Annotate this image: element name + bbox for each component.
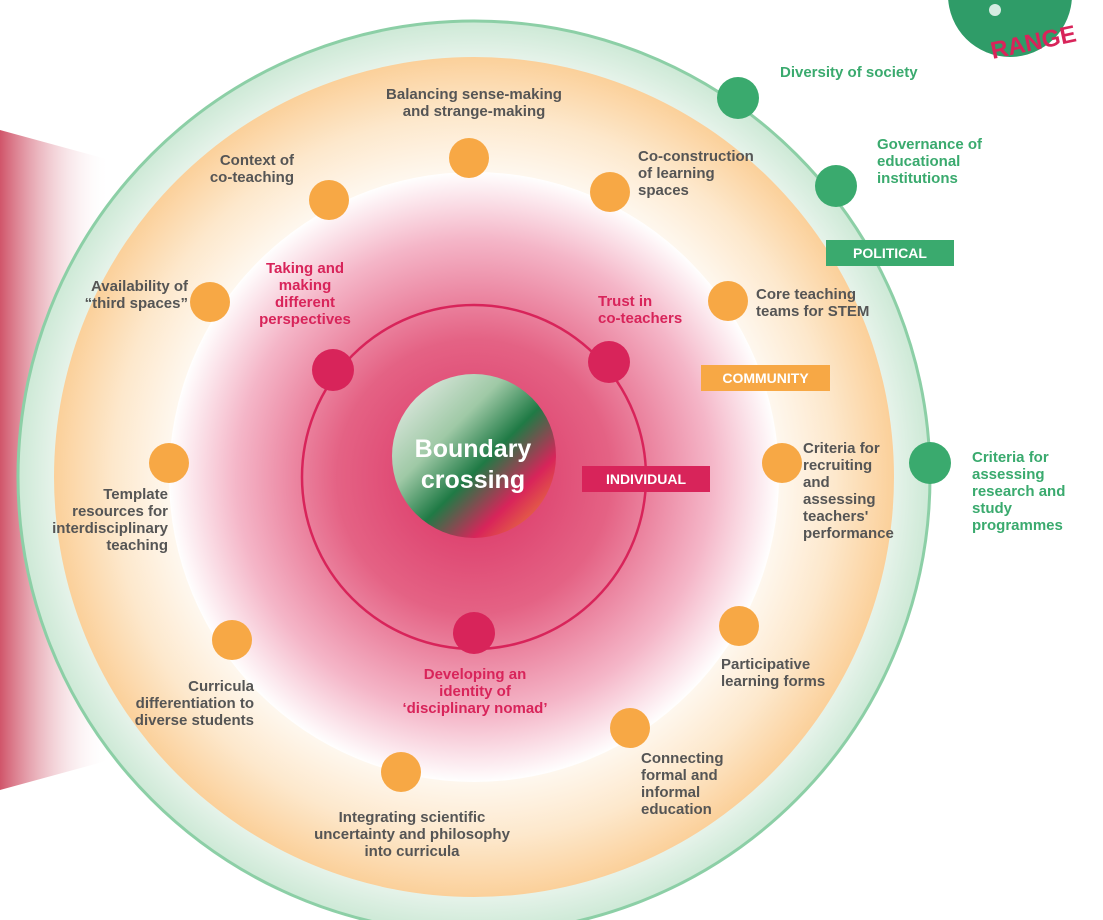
individual-node-identity xyxy=(453,612,495,654)
community-node-template xyxy=(149,443,189,483)
community-node-core-teams xyxy=(708,281,748,321)
political-label-governance: Governance of educational institutions xyxy=(877,136,983,187)
community-label-integrating: Integrating scientific uncertainty and p… xyxy=(314,809,510,860)
community-label-curricula: Curricula differentiation to diverse stu… xyxy=(134,678,254,729)
political-tag: POLITICAL xyxy=(826,240,954,266)
individual-label-perspectives: Taking and making different perspectives xyxy=(259,260,351,328)
individual-label-trust: Trust in co-teachers xyxy=(598,293,683,327)
community-node-co-construction xyxy=(590,172,630,212)
political-label-diversity: Diversity of society xyxy=(780,64,918,81)
community-node-connecting xyxy=(610,708,650,748)
political-node-governance xyxy=(815,165,857,207)
individual-tag: INDIVIDUAL xyxy=(582,466,710,492)
community-tag: COMMUNITY xyxy=(701,365,830,391)
community-node-co-teaching xyxy=(309,180,349,220)
boundary-crossing-core xyxy=(392,374,556,538)
community-node-integrating xyxy=(381,752,421,792)
political-node-diversity xyxy=(717,77,759,119)
individual-label-identity: Developing an identity of ‘disciplinary … xyxy=(402,666,548,717)
individual-node-perspectives xyxy=(312,349,354,391)
community-node-curricula xyxy=(212,620,252,660)
community-label-template: Template resources for interdisciplinary… xyxy=(52,486,168,554)
individual-node-trust xyxy=(588,341,630,383)
political-node-criteria xyxy=(909,442,951,484)
community-node-recruiting xyxy=(762,443,802,483)
community-label-balancing: Balancing sense-making and strange-makin… xyxy=(386,86,562,120)
community-label-connecting: Connecting formal and informal education xyxy=(641,750,724,818)
community-label-recruiting: Criteria for recruiting and assessing te… xyxy=(803,440,894,542)
community-node-third-spaces xyxy=(190,282,230,322)
community-label-core-teams: Core teaching teams for STEM xyxy=(756,286,870,320)
community-label-co-construction: Co-construction of learning spaces xyxy=(638,148,754,199)
community-label-third-spaces: Availability of “third spaces” xyxy=(84,278,188,312)
community-label-participative: Participative learning forms xyxy=(721,656,826,690)
project-logo: RANGE xyxy=(948,0,1079,65)
community-label-co-teaching: Context of co-teaching xyxy=(209,152,294,186)
community-node-participative xyxy=(719,606,759,646)
center-title: Boundary crossing xyxy=(414,435,532,494)
community-node-balancing xyxy=(449,138,489,178)
political-label-criteria: Criteria for assessing research and stud… xyxy=(972,449,1066,534)
